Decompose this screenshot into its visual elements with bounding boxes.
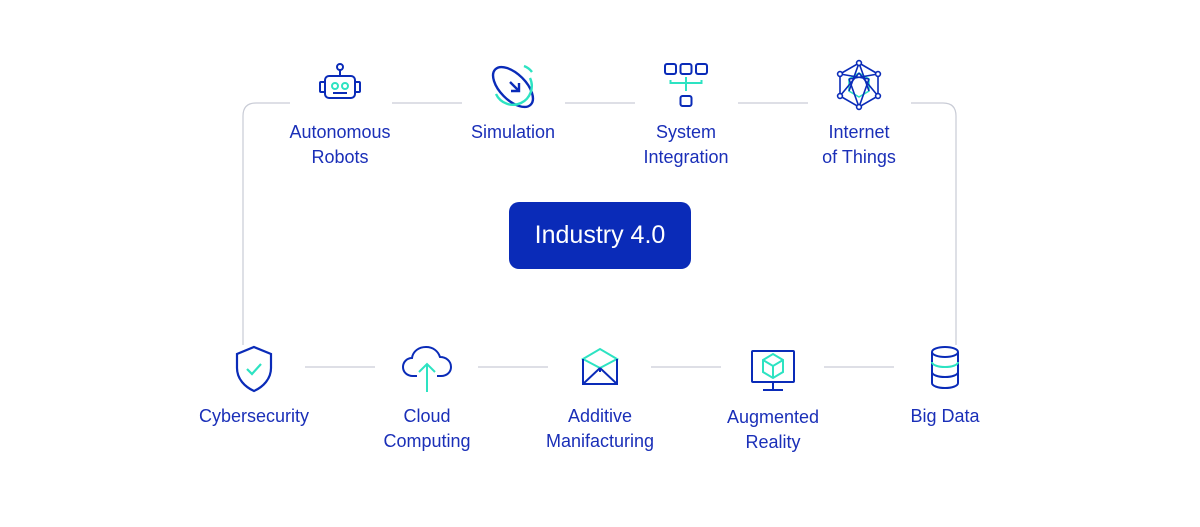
node-label: System Integration (643, 122, 729, 167)
frame-top-left (242, 102, 290, 345)
node-additive-manufacturing: Additive Manifacturing (530, 342, 670, 454)
node-system-integration: System Integration (616, 58, 756, 170)
cloud-upload-icon (400, 342, 454, 396)
iot-network-icon (832, 58, 886, 112)
frame-top-right (911, 102, 957, 345)
node-cybersecurity: Cybersecurity (184, 342, 324, 429)
node-big-data: Big Data (875, 342, 1015, 429)
node-augmented-reality: Augmented Reality (703, 343, 843, 455)
node-label: Cybersecurity (198, 406, 310, 426)
node-label: Big Data (910, 406, 980, 426)
shield-check-icon (227, 342, 281, 396)
node-label: Simulation (470, 122, 556, 142)
node-label: Additive Manifacturing (545, 406, 655, 451)
industry-title-box: Industry 4.0 (509, 202, 691, 269)
node-internet-of-things: Internet of Things (789, 58, 929, 170)
node-label: Autonomous Robots (289, 122, 391, 167)
cube-icon (573, 342, 627, 396)
database-icon (918, 342, 972, 396)
node-label: Cloud Computing (383, 406, 471, 451)
node-cloud-computing: Cloud Computing (357, 342, 497, 454)
robot-icon (313, 58, 367, 112)
simulation-orbit-icon (486, 58, 540, 112)
node-label: Internet of Things (822, 122, 896, 167)
system-integration-icon (659, 58, 713, 112)
node-label: Augmented Reality (726, 407, 820, 452)
node-autonomous-robots: Autonomous Robots (270, 58, 410, 170)
node-simulation: Simulation (443, 58, 583, 145)
monitor-cube-icon (746, 343, 800, 397)
